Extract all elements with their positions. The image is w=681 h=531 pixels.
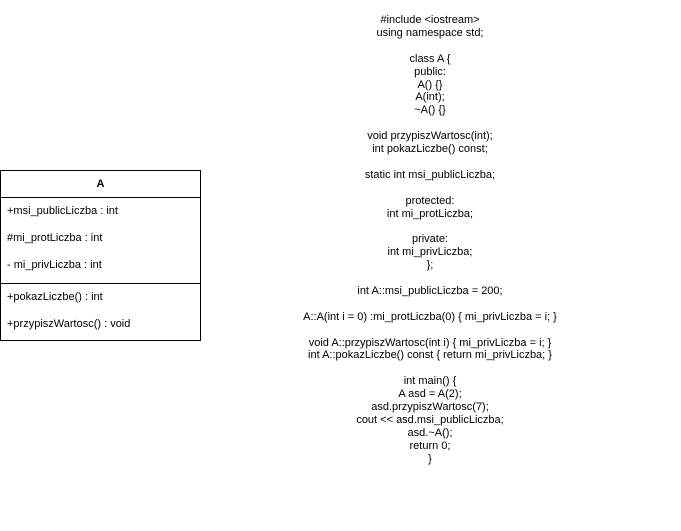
code-line: int A::msi_publicLiczba = 200; xyxy=(357,284,503,297)
code-line: public: xyxy=(414,65,446,78)
uml-method: +pokazLiczbe() : int xyxy=(7,291,103,303)
code-line xyxy=(260,40,600,53)
code-line: static int msi_publicLiczba; xyxy=(364,168,496,181)
uml-class-box: A +msi_publicLiczba : int #mi_protLiczba… xyxy=(0,170,201,341)
code-line: asd.~A(); xyxy=(407,426,453,439)
code-line xyxy=(260,156,600,169)
code-line: cout << asd.msi_publicLiczba; xyxy=(356,413,504,426)
code-line: #include <iostream> xyxy=(380,14,480,26)
code-line: A asd = A(2); xyxy=(398,388,462,401)
code-line: asd.przypiszWartosc(7); xyxy=(371,401,489,414)
code-line: protected: xyxy=(405,194,455,207)
uml-methods-section: +pokazLiczbe() : int +przypiszWartosc() … xyxy=(1,284,200,340)
code-line: return 0; xyxy=(409,439,451,452)
code-line: int mi_protLiczba; xyxy=(386,207,474,220)
uml-method: +przypiszWartosc() : void xyxy=(7,318,131,330)
code-text-block: #include <iostream>using namespace std; c… xyxy=(260,14,600,466)
code-line xyxy=(260,362,600,375)
code-line xyxy=(260,117,600,130)
code-line: class A { xyxy=(409,52,451,65)
code-line: ~A() {} xyxy=(414,104,446,117)
code-line: int pokazLiczbe() const; xyxy=(372,143,488,156)
code-line: int main() { xyxy=(403,375,457,388)
code-line: }; xyxy=(426,259,434,272)
uml-class-name: A xyxy=(1,171,200,198)
code-line: A(int); xyxy=(415,91,445,104)
code-line: } xyxy=(428,452,432,465)
code-line: using namespace std; xyxy=(376,26,484,39)
code-line: int A::pokazLiczbe() const { return mi_p… xyxy=(308,349,552,362)
code-line: A::A(int i = 0) :mi_protLiczba(0) { mi_p… xyxy=(303,310,557,323)
uml-attribute: - mi_privLiczba : int xyxy=(7,259,102,271)
code-line xyxy=(260,298,600,311)
code-line: private: xyxy=(411,233,449,246)
uml-attribute: #mi_protLiczba : int xyxy=(7,232,103,244)
code-line: int mi_privLiczba; xyxy=(387,246,473,259)
code-line: void A::przypiszWartosc(int i) { mi_priv… xyxy=(308,336,552,349)
uml-attributes-section: +msi_publicLiczba : int #mi_protLiczba :… xyxy=(1,198,200,284)
code-line: A() {} xyxy=(417,78,443,91)
code-line xyxy=(260,182,600,195)
code-line xyxy=(260,220,600,233)
code-line xyxy=(260,272,600,285)
code-line xyxy=(260,324,600,337)
uml-attribute: +msi_publicLiczba : int xyxy=(7,205,118,217)
code-line: void przypiszWartosc(int); xyxy=(367,130,493,143)
